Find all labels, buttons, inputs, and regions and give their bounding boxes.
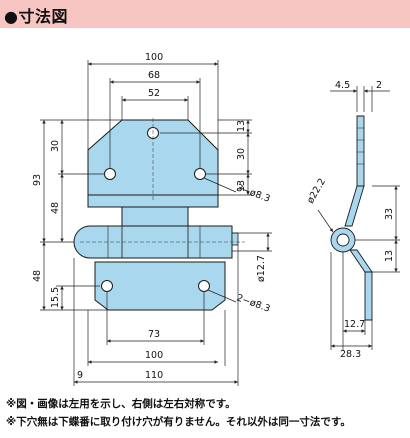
dim-left-15-5: 15.5 — [50, 287, 61, 308]
side-dim-4-5: 4.5 — [335, 80, 350, 91]
note-symmetry: ※図・画像は左用を示し、右側は左右対称です。 — [6, 398, 236, 410]
side-dimensions — [317, 86, 400, 350]
side-dim-2: 2 — [376, 80, 382, 91]
side-pin — [336, 233, 350, 247]
side-lower-slope — [349, 249, 373, 273]
pin-end — [231, 232, 239, 246]
side-dim-radius: ø22.2 — [305, 177, 328, 206]
dim-bottom-9: 9 — [77, 370, 83, 381]
dim-bottom-100: 100 — [145, 350, 163, 361]
hole-top-right — [194, 168, 206, 180]
dim-right-13-bottom: 13 — [236, 180, 247, 192]
hole-label-top: 3−ø8.3 — [235, 182, 272, 204]
dim-bottom-73: 73 — [148, 329, 160, 340]
dim-right-13-top: 13 — [236, 120, 247, 132]
side-lower-plate — [364, 271, 373, 321]
dim-left-48-upper: 48 — [50, 202, 61, 214]
hole-bottom-right — [198, 280, 210, 292]
dim-top-52: 52 — [148, 88, 160, 99]
front-dimensions — [40, 60, 272, 386]
side-dim-33: 33 — [384, 208, 395, 220]
note-holes: ※下穴無は下蝶番に取り付け穴が有りません。それ以外は同一寸法です。 — [6, 416, 351, 428]
knuckle-bridge — [121, 206, 189, 227]
header-bar: ●寸法図 — [0, 0, 410, 28]
hole-label-bottom: 2−ø8.3 — [235, 292, 272, 314]
dim-left-30: 30 — [50, 140, 61, 152]
page-title: ●寸法図 — [4, 7, 68, 26]
front-dimension-labels: 100 68 52 30 48 93 48 15.5 13 30 13 3−ø8… — [32, 52, 272, 381]
dimension-drawing: 100 68 52 30 48 93 48 15.5 13 30 13 3−ø8… — [32, 52, 400, 386]
hinge-side-view — [330, 115, 373, 321]
dim-left-48-lower: 48 — [32, 270, 43, 282]
lower-leaf — [94, 261, 226, 311]
hinge-front-view — [73, 118, 245, 311]
side-upper-plate — [356, 115, 365, 187]
dim-bottom-110: 110 — [145, 370, 163, 381]
dim-top-68: 68 — [148, 70, 160, 81]
dim-top-100: 100 — [145, 52, 163, 63]
pin-diameter-label: ø12.7 — [256, 255, 267, 282]
dim-left-93: 93 — [32, 174, 43, 186]
side-dim-12-7: 12.7 — [344, 319, 365, 330]
hole-bottom-left — [101, 280, 113, 292]
side-dim-13: 13 — [384, 250, 395, 262]
hole-top-left — [104, 168, 116, 180]
side-slope — [344, 185, 365, 227]
side-dim-28-3: 28.3 — [340, 349, 361, 360]
dim-right-30: 30 — [236, 148, 247, 160]
